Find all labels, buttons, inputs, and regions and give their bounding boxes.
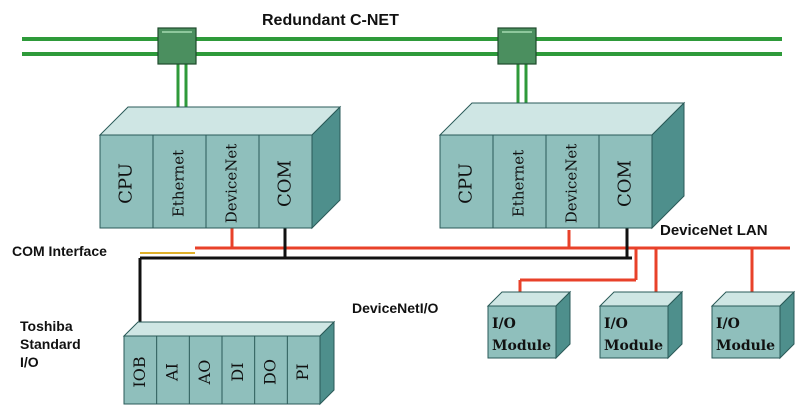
- redundant-cnet-title: Redundant C-NET: [262, 12, 399, 29]
- std-io-slot-di: DI: [228, 362, 247, 381]
- io-module-3-line1: I/O: [716, 316, 740, 332]
- io-module-2-line1: I/O: [604, 316, 628, 332]
- io-module-1-line2: Module: [492, 338, 551, 354]
- cnet-hub-left-body: [157, 27, 197, 65]
- controller-right-module-cpu: CPU: [456, 163, 477, 204]
- device-boxes: [98, 27, 796, 406]
- std-io-slot-ao: AO: [195, 360, 214, 386]
- controller-left-top: [98, 106, 342, 136]
- devicenet-lan-label: DeviceNet LAN: [660, 222, 768, 239]
- toshiba-std-io-top: [122, 321, 336, 337]
- controller-left-module-com: COM: [275, 160, 296, 207]
- std-io-slot-pi: PI: [293, 363, 312, 380]
- controller-left-module-ethernet: Ethernet: [170, 150, 188, 217]
- std-io-slot-ai: AI: [163, 363, 182, 382]
- controller-right-module-com: COM: [615, 160, 636, 207]
- devicenet-io-module-3-face: [711, 305, 781, 359]
- cnet-hub-right-body: [497, 27, 537, 65]
- toshiba-std-io-side: [319, 320, 335, 406]
- controller-right-module-devicenet: DeviceNet: [563, 144, 581, 223]
- controller-left-module-cpu: CPU: [116, 163, 137, 204]
- controller-right-module-ethernet: Ethernet: [510, 150, 528, 217]
- toshiba-label-line1: Toshiba: [20, 318, 73, 334]
- devicenet-io-module-2: [598, 290, 684, 360]
- std-io-slot-do: DO: [261, 359, 280, 385]
- cnet-hub-right: [497, 27, 537, 65]
- cnet-hub-left: [157, 27, 197, 65]
- io-module-3-line2: Module: [716, 338, 775, 354]
- devicenet-io-module-1-face: [487, 305, 557, 359]
- controller-left-module-devicenet: DeviceNet: [223, 144, 241, 223]
- com-interface-label: COM Interface: [12, 243, 107, 259]
- controller-right-top: [438, 102, 686, 136]
- io-module-1-line1: I/O: [492, 316, 516, 332]
- devicenet-io-module-1: [486, 290, 572, 360]
- network-lines: [22, 37, 790, 322]
- devicenet-io-module-3: [710, 290, 796, 360]
- std-io-slot-iob: IOB: [130, 356, 149, 387]
- devicenet-io-module-2-face: [599, 305, 669, 359]
- toshiba-label-line2: Standard: [20, 336, 81, 352]
- io-module-2-line2: Module: [604, 338, 663, 354]
- devicenet-io-label: DeviceNetI/O: [352, 300, 439, 316]
- toshiba-label-line3: I/O: [20, 354, 39, 370]
- controller-left: [98, 105, 342, 230]
